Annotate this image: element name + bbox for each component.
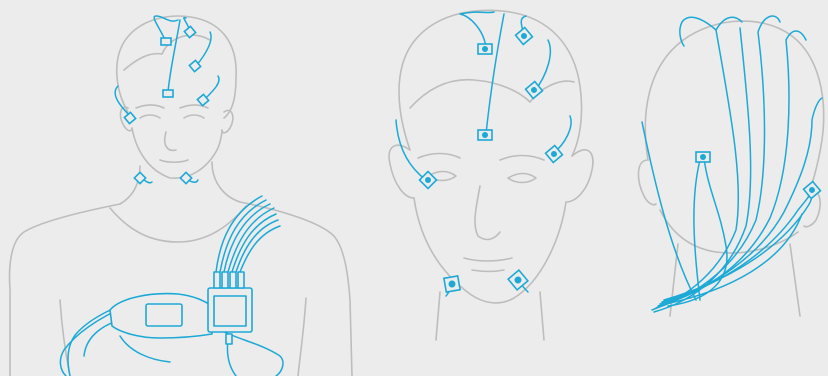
recorder-cables xyxy=(60,196,283,376)
electrode-pad xyxy=(161,38,171,45)
electrode-pad xyxy=(420,172,437,189)
electrode-pad xyxy=(804,182,821,199)
electrode-pad xyxy=(516,28,533,45)
electrode-pad xyxy=(163,90,173,97)
electrode-pad xyxy=(444,276,460,292)
connector-pin xyxy=(222,272,228,288)
connector-pin xyxy=(238,272,244,288)
head-back-panel xyxy=(638,16,823,316)
recorder-window xyxy=(146,304,182,326)
recorder-panel xyxy=(214,296,246,326)
connector-pin xyxy=(230,272,236,288)
head-back-wires xyxy=(642,16,822,312)
electrode-pad xyxy=(180,172,191,183)
head-back-electrodes xyxy=(696,152,820,198)
torso-front-panel xyxy=(10,16,352,376)
face-electrodes xyxy=(420,28,563,293)
connector-pin xyxy=(214,272,220,288)
electrode-pad xyxy=(124,112,135,123)
holter-recorder xyxy=(110,272,252,344)
electrode-pad xyxy=(546,146,563,163)
electrode-pad xyxy=(508,270,528,290)
electrode-pad xyxy=(134,172,145,183)
connector-pin xyxy=(226,334,232,344)
face-front-panel xyxy=(389,10,593,340)
